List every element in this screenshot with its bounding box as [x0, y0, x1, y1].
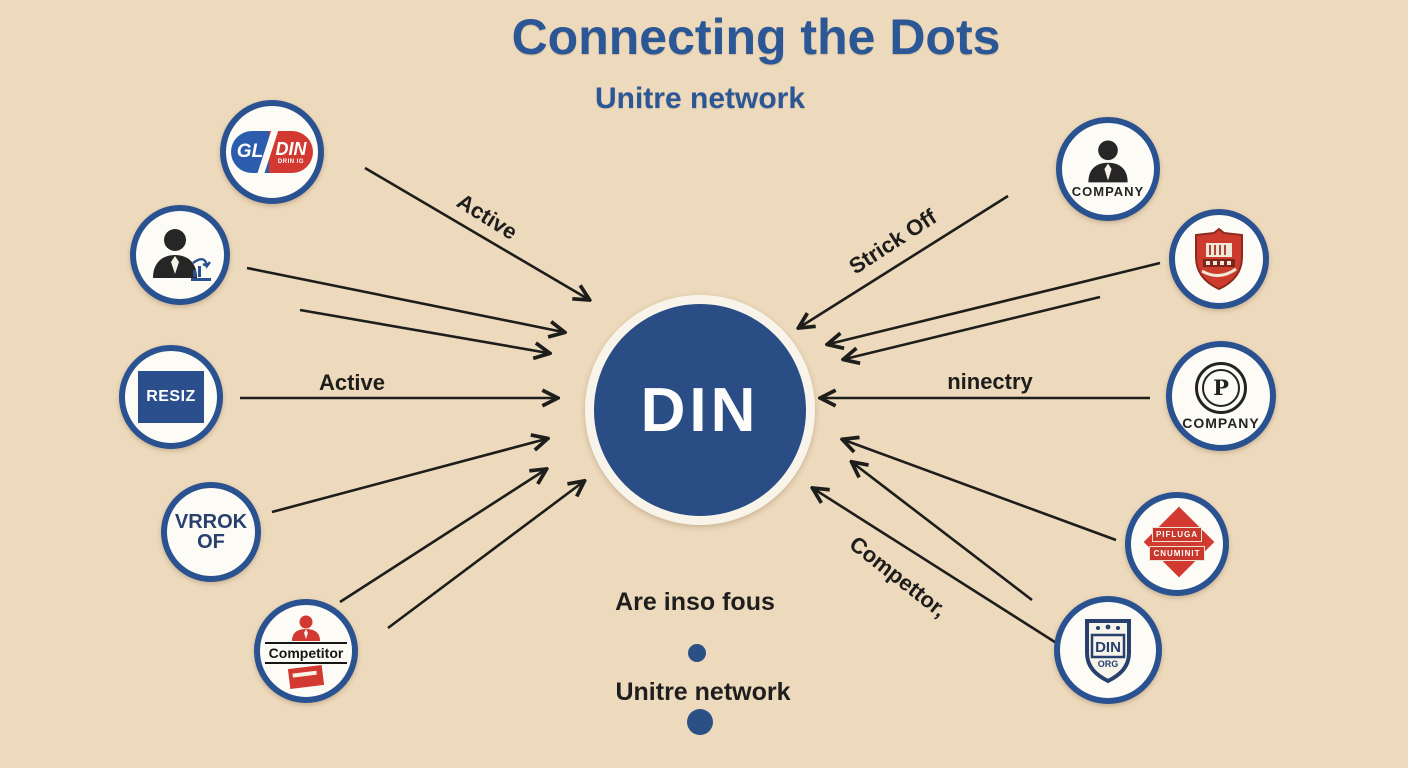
footer-dot-small [688, 644, 706, 662]
banner-line1: PIFLUGA [1151, 527, 1203, 542]
edge-label-compettor: Compettor, [844, 531, 952, 623]
center-node-label: DIN [640, 375, 760, 445]
arrow [844, 440, 1117, 542]
arrow [246, 266, 563, 332]
node-vrrok-of: VRROK OF [161, 482, 261, 582]
vrrok-line1: VRROK [174, 510, 248, 533]
banner-line2: CNUMINIT [1149, 546, 1205, 561]
arrow [829, 261, 1161, 344]
edge-label-strick-off: Strick Off [844, 204, 942, 280]
din-shield-sub: ORG [1098, 659, 1119, 669]
arrow [845, 295, 1101, 359]
edge-label-active-mid: Active [318, 370, 386, 395]
node-gl-din-logo: GL DIN DRIN IG [220, 100, 324, 204]
p-monogram-icon: P [1195, 361, 1247, 414]
chart-arrow-icon [191, 258, 211, 281]
red-diamond-shape [1143, 506, 1215, 578]
page-title: Connecting the Dots [511, 9, 1001, 65]
node-din-shield: DIN ORG [1054, 596, 1162, 704]
footer-dot-large [687, 709, 713, 735]
arrow [364, 166, 588, 299]
edge-label-ninectry: ninectry [947, 369, 1033, 394]
edge-label-active-top: Active [452, 188, 522, 245]
arrow [271, 439, 546, 514]
gl-din-pill-logo: GL DIN DRIN IG [231, 131, 313, 173]
red-person-icon [292, 615, 320, 641]
arrow [339, 470, 545, 604]
footer-line2: Unitre network [615, 678, 791, 706]
p-monogram-letter: P [1213, 375, 1229, 400]
red-banner-emblem-icon: PIFLUGA CNUMINIT [1139, 506, 1215, 580]
node-resiz: RESIZ [119, 345, 223, 449]
arrow [800, 194, 1009, 327]
footer-line1: Are inso fous [615, 588, 775, 616]
arrow [299, 308, 548, 353]
center-node-din: DIN [585, 295, 815, 525]
resiz-label: RESIZ [146, 388, 196, 405]
person-icon [1088, 140, 1128, 183]
node-businessman-chart [130, 205, 230, 305]
arrow [387, 482, 583, 630]
company-label: COMPANY [1071, 184, 1145, 199]
node-p-company: P COMPANY [1166, 341, 1276, 451]
red-card-icon [287, 665, 325, 689]
red-shield-emblem-icon [1195, 227, 1243, 291]
node-company-person: COMPANY [1056, 117, 1160, 221]
gl-din-sub-label: DRIN IG [277, 158, 305, 165]
p-company-label: COMPANY [1182, 414, 1260, 431]
page-subtitle: Unitre network [594, 82, 806, 115]
resiz-logo-box: RESIZ [138, 371, 204, 423]
node-red-shield [1169, 209, 1269, 309]
gl-din-right: DIN DRIN IG [269, 131, 313, 173]
din-shield-label: DIN [1095, 639, 1121, 656]
gl-din-right-label: DIN [275, 138, 307, 159]
blue-shield-din-icon: DIN ORG [1085, 619, 1131, 684]
node-competitor: Competitor [254, 599, 358, 703]
node-red-banner-logo: PIFLUGA CNUMINIT [1125, 492, 1229, 596]
person-icon [153, 229, 211, 281]
vrrok-line2: OF [197, 531, 225, 553]
competitor-label: Competitor [264, 642, 348, 664]
